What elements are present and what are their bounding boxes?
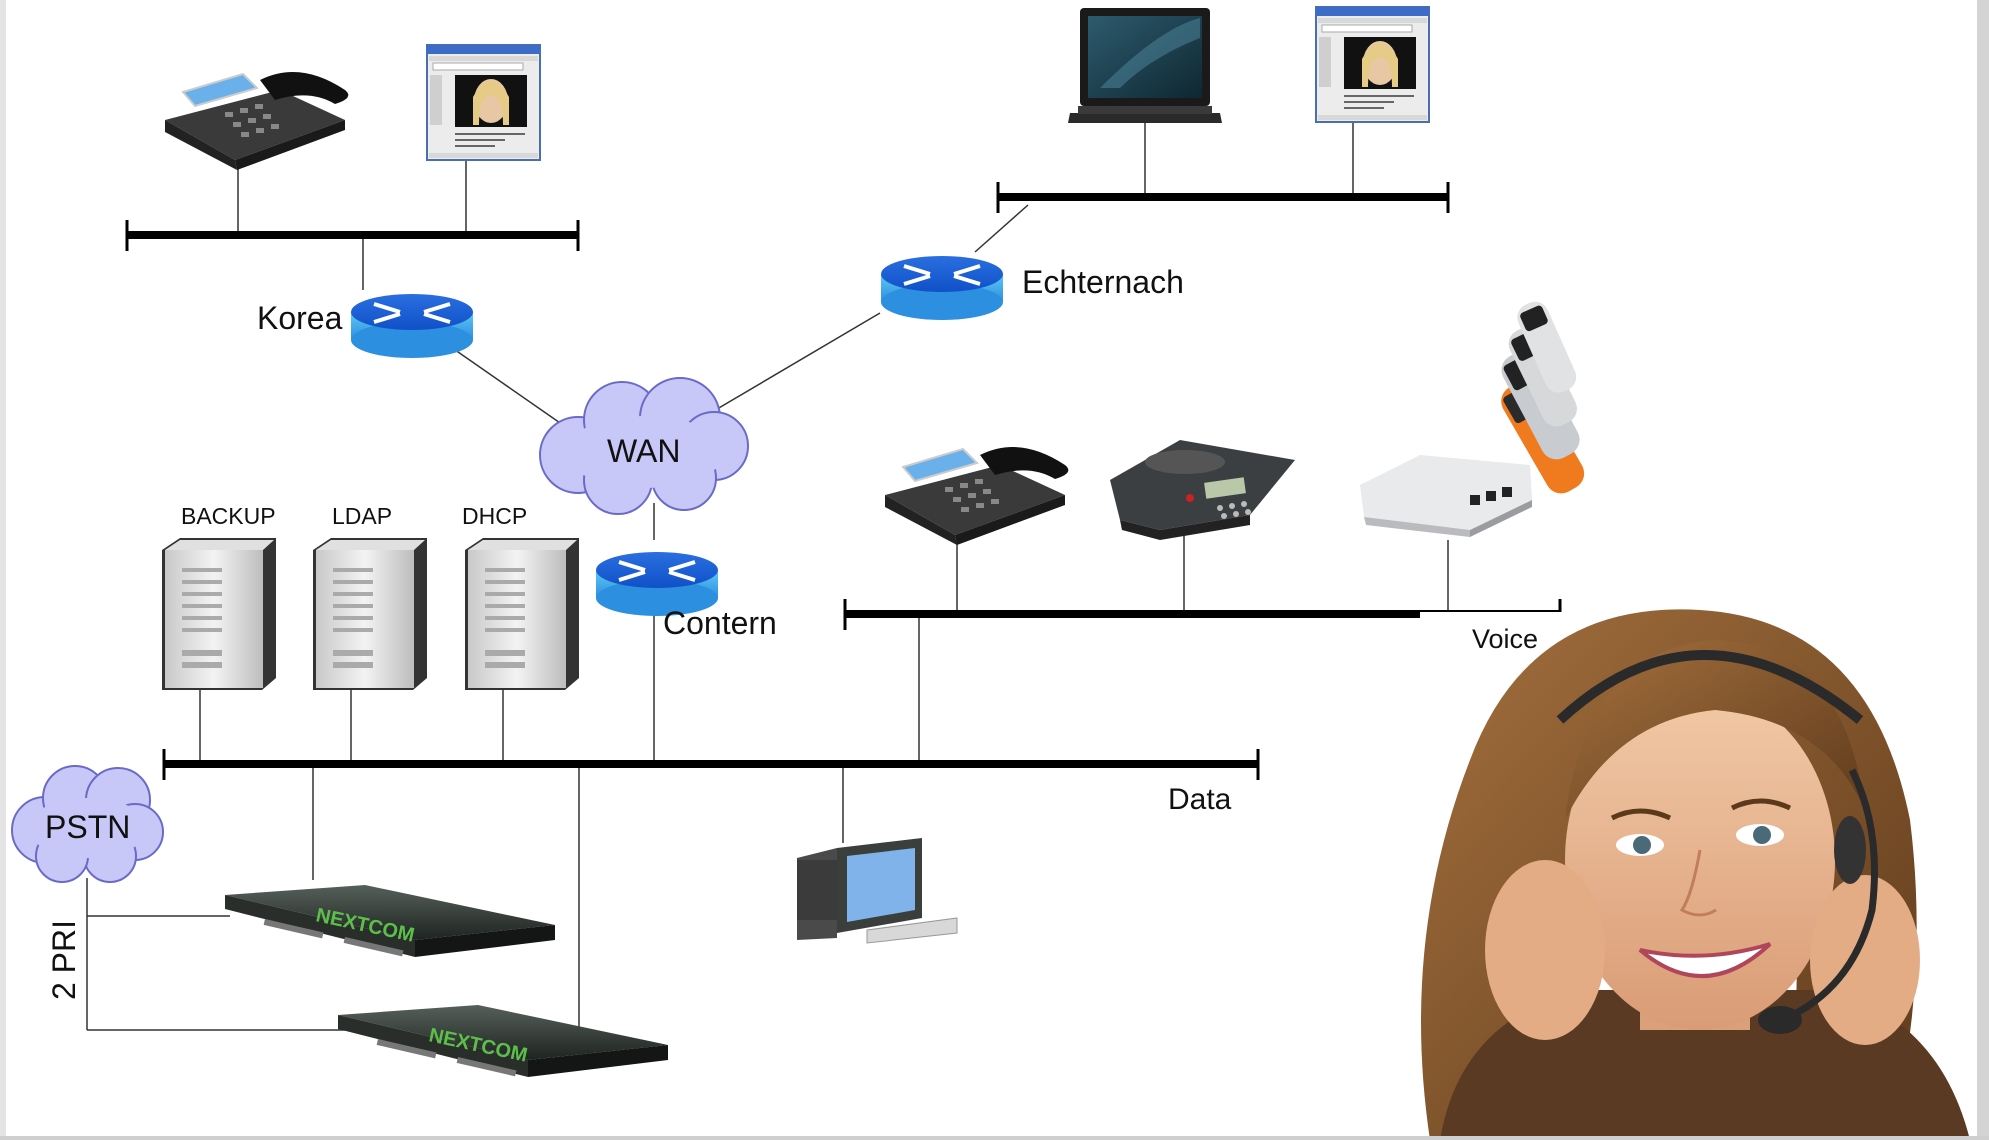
site-label-echternach: Echternach (1022, 264, 1184, 300)
site-label-contern: Contern (663, 605, 777, 641)
slide-edge-right (1977, 0, 1989, 1140)
wan-label: WAN (607, 433, 681, 469)
dect-base-station-icon (1360, 455, 1532, 537)
server-ldap-icon (313, 538, 427, 690)
bus-echternach (996, 182, 1450, 213)
pstn-cloud (11, 765, 164, 883)
bus-label-data: Data (1168, 783, 1232, 816)
pri-trunk-label: 2 PRI (46, 919, 82, 1000)
server-label-dhcp: DHCP (462, 503, 528, 529)
desk-phone-voice-icon (885, 447, 1069, 545)
bus-data (162, 749, 1260, 780)
bus-label-voice: Voice (1472, 624, 1539, 654)
slide-edge-bottom (0, 1136, 1989, 1140)
conference-phone-icon (1110, 440, 1295, 540)
call-center-agent-photo (1420, 609, 1972, 1140)
pbx-server-2-icon: NEXTCOM (338, 1005, 668, 1077)
server-backup-icon (162, 538, 276, 690)
router-korea-icon (351, 294, 473, 358)
router-contern-icon (596, 552, 718, 616)
server-label-ldap: LDAP (332, 503, 393, 529)
workstation-icon (797, 838, 958, 944)
pbx-server-1-icon: NEXTCOM (225, 885, 555, 957)
cordless-handsets-icon (1501, 301, 1585, 494)
connector-lines (86, 122, 1449, 1031)
softphone-window-korea-icon (426, 44, 541, 161)
wan-cloud (539, 377, 749, 515)
server-dhcp-icon (465, 538, 579, 690)
softphone-window-echternach-icon (1315, 6, 1430, 123)
bus-korea (125, 220, 580, 251)
router-echternach-icon (881, 256, 1003, 320)
desk-phone-korea-icon (165, 72, 349, 170)
server-label-backup: BACKUP (181, 503, 276, 529)
pstn-label: PSTN (45, 809, 131, 845)
slide-edge-left (0, 0, 6, 1140)
site-label-korea: Korea (257, 300, 343, 336)
laptop-icon (1068, 8, 1222, 123)
